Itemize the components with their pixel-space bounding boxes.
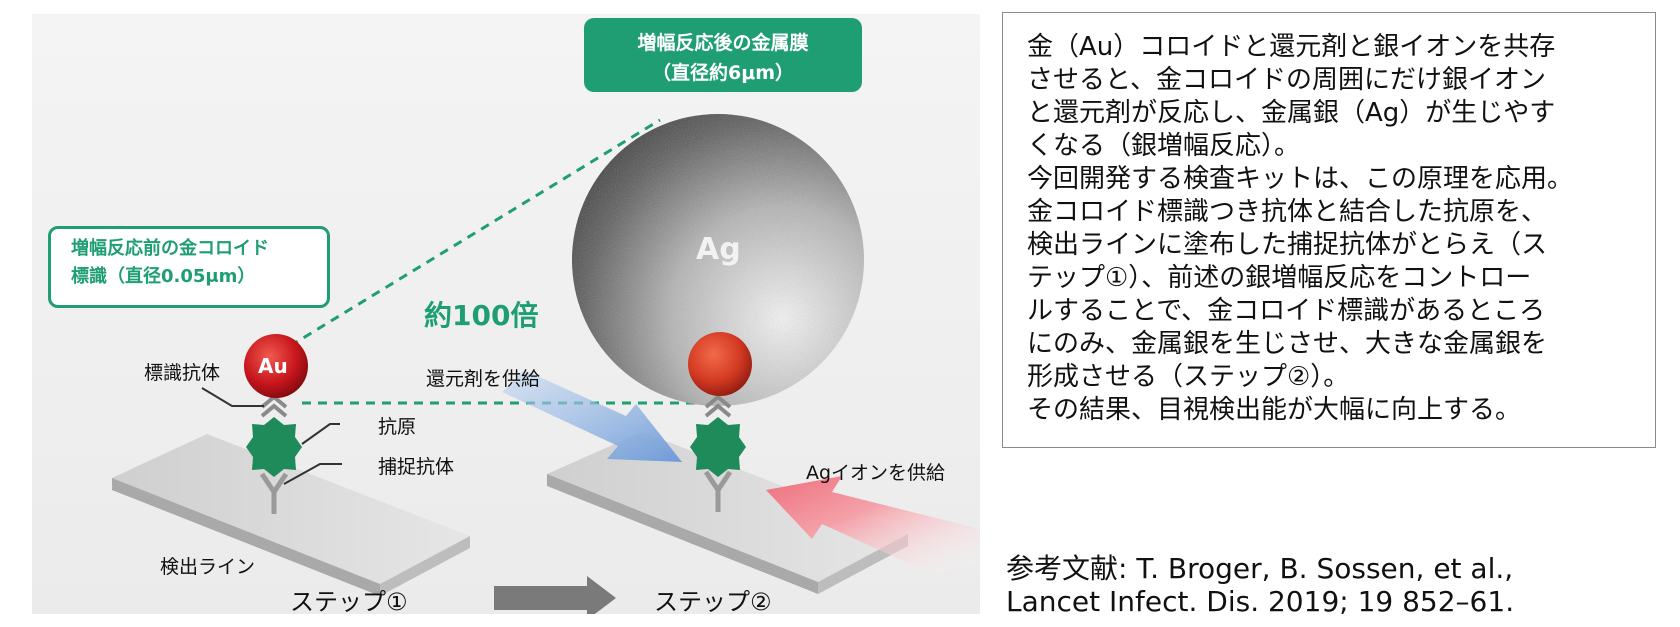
callout-after-amplification: 増幅反応後の金属膜 （直径約6μm）	[584, 18, 862, 92]
au-label: Au	[258, 354, 288, 378]
au-particle	[244, 334, 308, 398]
antigen-1	[246, 417, 302, 477]
diagram-graphics	[32, 14, 980, 614]
description-line: 形成させる（ステップ②）。	[1027, 362, 1350, 392]
description-line: 今回開発する検査キットは、この原理を応用。	[1027, 164, 1574, 194]
step2-assembly	[688, 332, 752, 512]
label-reducing-agent: 還元剤を供給	[426, 368, 541, 390]
step2-label: ステップ②	[654, 588, 772, 616]
description-line: 金（Au）コロイドと還元剤と銀イオンを共存	[1027, 32, 1556, 62]
description-line: と還元剤が反応し、金属銀（Ag）が生じやす	[1027, 98, 1556, 128]
label-ag-ion: Agイオンを供給	[806, 462, 946, 484]
zoom-line-upper	[289, 118, 661, 348]
ag-ion-arrow	[766, 476, 980, 574]
silver-amplification-diagram: 増幅反応前の金コロイド 標識（直径0.05μm） 増幅反応後の金属膜 （直径約6…	[32, 14, 980, 616]
description-line: ルすることで、金コロイド標識があるところ	[1027, 296, 1546, 326]
detection-line-slab-1	[112, 434, 470, 596]
description-line: テップ①）、前述の銀増幅反応をコントロー	[1027, 263, 1532, 293]
description-line: させると、金コロイドの周囲にだけ銀イオン	[1027, 65, 1546, 95]
step1-label: ステップ①	[290, 588, 408, 616]
label-detection-line: 検出ライン	[160, 556, 256, 578]
reference-citation: 参考文献: T. Broger, B. Sossen, et al., Lanc…	[1006, 552, 1666, 618]
description-line: 検出ラインに塗布した捕捉抗体がとらえ（ス	[1027, 230, 1548, 260]
step-arrow	[494, 576, 616, 614]
description-line: くなる（銀増幅反応）。	[1027, 131, 1301, 161]
reference-line-2: Lancet Infect. Dis. 2019; 19 852–61.	[1006, 585, 1515, 618]
label-capture-antibody: 捕捉抗体	[378, 456, 455, 478]
label-labeled-antibody: 標識抗体	[144, 362, 221, 384]
description-line: その結果、目視検出能が大幅に向上する。	[1027, 395, 1522, 425]
reference-line-1: 参考文献: T. Broger, B. Sossen, et al.,	[1006, 552, 1514, 585]
magnification-label: 約100倍	[424, 299, 539, 332]
callout-before-amplification: 増幅反応前の金コロイド 標識（直径0.05μm）	[48, 226, 330, 308]
step1-assembly	[201, 334, 342, 514]
description-box: 金（Au）コロイドと還元剤と銀イオンを共存 させると、金コロイドの周囲にだけ銀イ…	[1002, 12, 1656, 448]
reducing-agent-arrow	[502, 370, 682, 462]
au-particle-in-ag	[688, 332, 752, 396]
description-line: 金コロイド標識つき抗体と結合した抗原を、	[1027, 197, 1548, 227]
description-line: にのみ、金属銀を生じさせ、大きな金属銀を	[1027, 329, 1548, 359]
label-antigen: 抗原	[378, 416, 417, 438]
ag-label: Ag	[696, 232, 741, 267]
antigen-2	[690, 417, 746, 477]
